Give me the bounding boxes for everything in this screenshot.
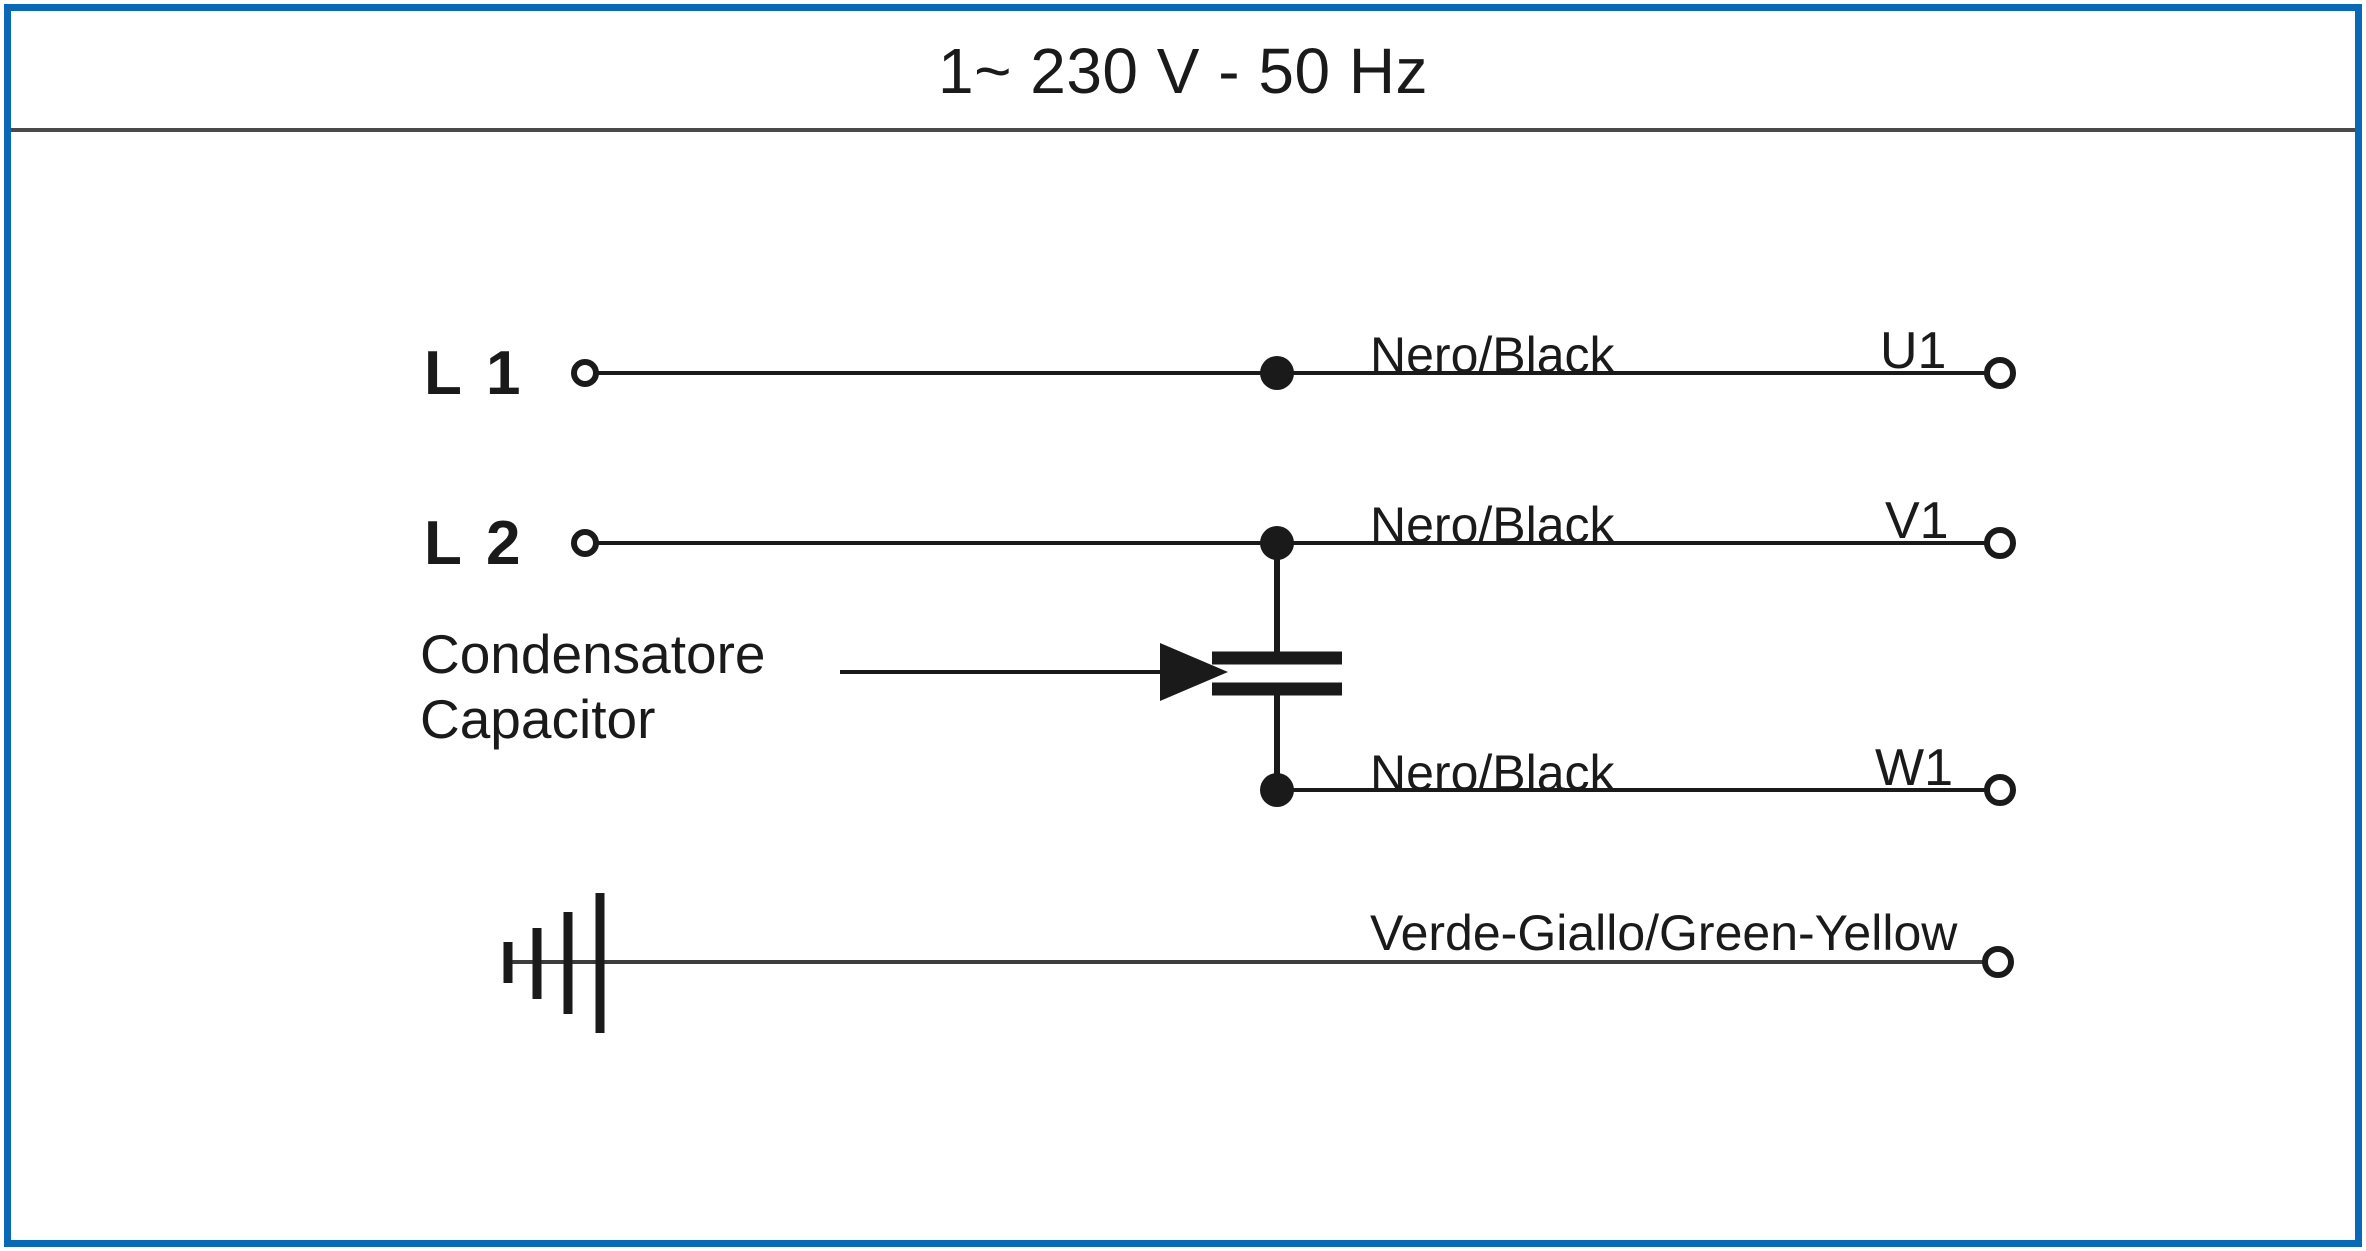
terminal-u1[interactable]: [1984, 357, 2016, 389]
diagram-frame: [4, 4, 2362, 1247]
terminal-label-v1: V1: [1885, 492, 1949, 550]
capacitor-label-it: Condensatore: [420, 623, 766, 685]
circuit-row-w1: [1260, 773, 2016, 807]
terminal-l2-left[interactable]: [571, 529, 599, 557]
circuit-row-l2: [571, 526, 2016, 560]
arrow-head: [1160, 643, 1228, 701]
terminal-label-u1: U1: [1880, 322, 1947, 380]
wire-label-w1: Nero/Black: [1370, 745, 1615, 801]
terminal-earth[interactable]: [1982, 946, 2014, 978]
capacitor-pointer-arrow: [840, 643, 1228, 701]
junction-dot-l1: [1260, 356, 1294, 390]
wire-label-v1: Nero/Black: [1370, 497, 1615, 553]
terminal-v1[interactable]: [1984, 527, 2016, 559]
circuit-row-l1: [571, 356, 2016, 390]
terminal-label-w1: W1: [1875, 739, 1953, 797]
capacitor-label-en: Capacitor: [420, 688, 656, 750]
wire-label-u1: Nero/Black: [1370, 327, 1615, 383]
capacitor-branch: [1212, 543, 1342, 790]
terminal-w1[interactable]: [1984, 774, 2016, 806]
wire-label-earth: Verde-Giallo/Green-Yellow: [1370, 905, 1958, 961]
page-title: 1~ 230 V - 50 Hz: [937, 34, 1429, 107]
phase-label-l2: L 2: [424, 509, 525, 578]
title-divider: [11, 128, 2355, 132]
circuit-row-earth: [503, 893, 2014, 1033]
title-bar: 1~ 230 V - 50 Hz: [11, 11, 2355, 130]
junction-dot-w1: [1260, 773, 1294, 807]
terminal-l1-left[interactable]: [571, 359, 599, 387]
phase-label-l1: L 1: [424, 339, 525, 408]
